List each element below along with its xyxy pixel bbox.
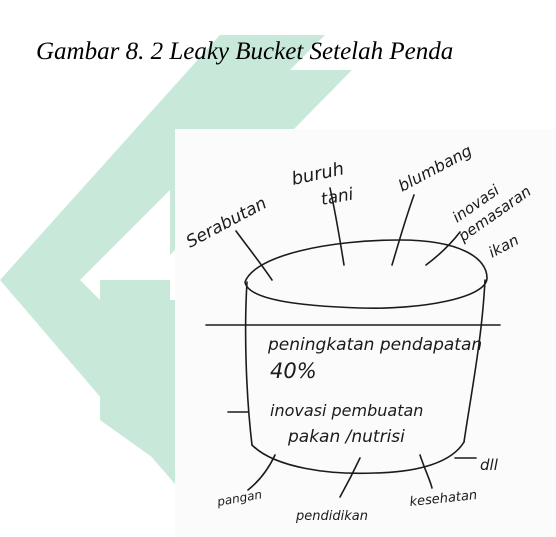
label-tani: tani <box>319 185 355 210</box>
label-blumbang: blumbang <box>395 141 475 196</box>
label-pakan-nutrisi: pakan /nutrisi <box>287 427 405 447</box>
label-peningkatan: peningkatan pendapatan <box>267 335 482 355</box>
label-inovasi-pakan: inovasi pembuatan <box>270 401 423 420</box>
label-kesehatan: kesehatan <box>409 488 478 510</box>
bucket-right-side <box>464 280 485 442</box>
label-pangan: pangan <box>215 487 263 509</box>
bucket-rim <box>245 240 487 308</box>
label-pendidikan: pendidikan <box>295 509 368 524</box>
label-peningkatan-value: 40% <box>270 359 317 383</box>
label-ikan: ikan <box>485 231 521 262</box>
label-dll: dll <box>480 456 499 474</box>
bucket-left-side <box>246 282 252 445</box>
label-buruh: buruh <box>290 158 346 190</box>
label-serabutan: Serabutan <box>183 193 270 252</box>
